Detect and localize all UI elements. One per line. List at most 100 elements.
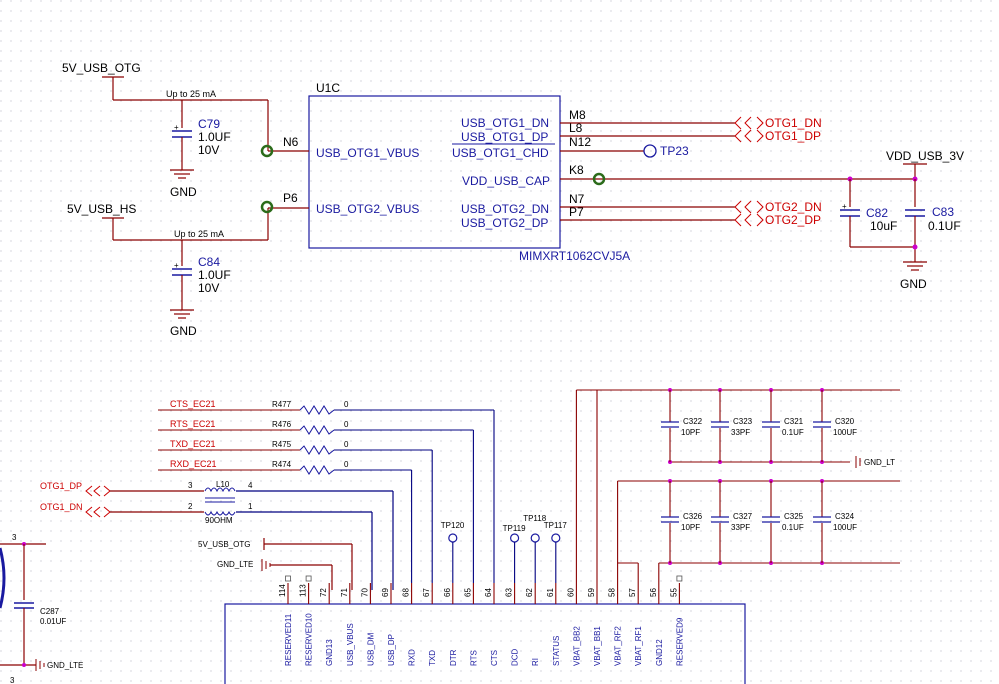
l10-ref: L10 <box>216 480 230 489</box>
gnd-label-3: GND <box>900 277 927 291</box>
c83-value: 0.1UF <box>928 219 961 233</box>
c84-plus: + <box>174 261 179 270</box>
c321-value: 0.1UF <box>782 428 804 437</box>
left-component-arc <box>0 547 6 609</box>
module-pin-55-number: 55 <box>669 588 678 597</box>
module-pin-64-number: 64 <box>484 588 493 597</box>
net-otg1-dp: OTG1_DP <box>765 129 821 143</box>
net-otg2-dn: OTG2_DN <box>765 200 822 214</box>
module-pin-60-name: VBAT_BB2 <box>572 626 581 666</box>
power-label-hs: 5V_USB_HS <box>67 202 136 216</box>
c320-ref: C320 <box>835 417 855 426</box>
left-pin-top: 3 <box>12 533 17 542</box>
current-note-2: Up to 25 mA <box>174 229 224 239</box>
resistor-r476-ref: R476 <box>272 420 292 429</box>
module-pin-56-number: 56 <box>649 588 658 597</box>
resistor-r474-value: 0 <box>344 460 349 469</box>
resistor-r475-ref: R475 <box>272 440 292 449</box>
c323-ref: C323 <box>733 417 753 426</box>
l10-pin3: 3 <box>188 481 193 490</box>
module-pin-65-name: RTS <box>469 650 478 666</box>
resistor-r477 <box>299 405 335 415</box>
u1c-part: MIMXRT1062CVJ5A <box>519 249 630 263</box>
c84-voltage: 10V <box>198 281 219 295</box>
module-pin-114-name: RESERVED11 <box>284 613 293 666</box>
pin-m8-num: M8 <box>569 108 586 122</box>
testpoint-label-tp119: TP119 <box>503 524 527 533</box>
pin-n6-num: N6 <box>283 135 299 149</box>
net-bottom-otg1-dn: OTG1_DN <box>40 502 83 512</box>
module-pin-72-name: GND13 <box>325 639 334 666</box>
pin-p6-num: P6 <box>283 191 298 205</box>
module-pin-68-number: 68 <box>402 588 411 597</box>
c79-voltage: 10V <box>198 143 219 157</box>
module-pin-57-number: 57 <box>628 588 637 597</box>
no-connect-113 <box>305 575 312 582</box>
modem-module-pins: 114RESERVED11113RESERVED1072GND1371USB_V… <box>278 575 684 666</box>
l10-pin4: 4 <box>248 481 253 490</box>
c287-value: 0.01UF <box>40 617 66 626</box>
module-pin-67-name: TXD <box>428 650 437 666</box>
module-pin-72-number: 72 <box>319 588 328 597</box>
module-pin-60-number: 60 <box>566 588 575 597</box>
pin-k8-connector <box>592 172 606 186</box>
l10-pin2: 2 <box>188 502 193 511</box>
u1c-ref: U1C <box>316 81 340 95</box>
gnd-label-2: GND <box>170 324 197 338</box>
no-connect-55 <box>676 575 683 582</box>
module-pin-113-name: RESERVED10 <box>305 613 314 666</box>
pin-k8-name: VDD_USB_CAP <box>462 174 550 188</box>
no-connect-114 <box>285 575 291 582</box>
current-note-1: Up to 25 mA <box>166 89 216 99</box>
testpoint-label-tp118: TP118 <box>523 514 547 523</box>
c324-ref: C324 <box>835 512 855 521</box>
testpoint-label-tp120: TP120 <box>441 521 465 530</box>
c82-value: 10uF <box>870 219 897 233</box>
module-pin-69-name: USB_DP <box>387 634 396 666</box>
net-otg1-dn: OTG1_DN <box>765 116 822 130</box>
l10-value: 90OHM <box>205 516 233 525</box>
pin-p7-name: USB_OTG2_DP <box>461 216 548 230</box>
offpage-otg1-dp: OTG1_DP <box>734 129 821 143</box>
testpoint-label-tp117: TP117 <box>544 521 568 530</box>
c324-value: 100UF <box>833 523 857 532</box>
c322-value: 10PF <box>681 428 700 437</box>
offpage-otg1-dn: OTG1_DN <box>734 116 822 130</box>
power-label-otg: 5V_USB_OTG <box>62 61 141 75</box>
module-pin-67-number: 67 <box>422 588 431 597</box>
pin-n7-name: USB_OTG2_DN <box>461 202 549 216</box>
c320-value: 100UF <box>833 428 857 437</box>
junction-gnd <box>912 244 918 250</box>
resistor-r475 <box>299 445 335 455</box>
module-pin-61-name: STATUS <box>552 636 561 666</box>
module-pin-63-number: 63 <box>505 588 514 597</box>
uart-net-cts_ec21: CTS_EC21 <box>170 399 216 409</box>
resistor-r477-ref: R477 <box>272 400 292 409</box>
c82-plus: + <box>842 202 847 211</box>
bottom-gnd-lte-label-2: GND_LTE <box>47 661 83 670</box>
gnd-lt-label: GND_LT <box>864 458 895 467</box>
module-pin-62-number: 62 <box>525 588 534 597</box>
module-pin-66-name: DTR <box>449 649 458 666</box>
resistor-r474 <box>299 465 335 475</box>
c82-ref: C82 <box>866 206 888 220</box>
net-otg2-dp: OTG2_DP <box>765 213 821 227</box>
pin-n6-name: USB_OTG1_VBUS <box>316 146 419 160</box>
u1c-body <box>308 95 561 249</box>
module-pin-70-name: USB_DM <box>366 632 375 666</box>
junction-left-gnd <box>22 663 26 667</box>
c79-value: 1.0UF <box>198 130 231 144</box>
tp23-label: TP23 <box>660 144 689 158</box>
pin-p6-name: USB_OTG2_VBUS <box>316 202 419 216</box>
c79-plus: + <box>174 123 179 132</box>
module-pin-71-name: USB_VBUS <box>346 623 355 666</box>
module-pin-62-name: RI <box>531 658 540 666</box>
pin-n12-num: N12 <box>569 135 591 149</box>
resistor-r476 <box>299 425 335 435</box>
offpage-otg2-dp: OTG2_DP <box>734 213 821 227</box>
resistor-r474-ref: R474 <box>272 460 292 469</box>
